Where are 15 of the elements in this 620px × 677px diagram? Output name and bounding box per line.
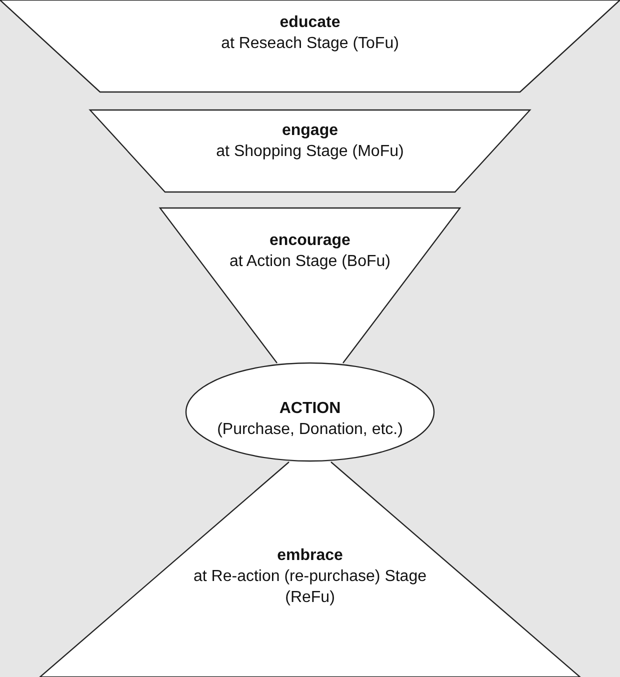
funnel-trapezoid: [0, 0, 620, 92]
funnel-trapezoid: [90, 110, 530, 192]
action-ellipse: [185, 362, 435, 462]
stage-description: at Shopping Stage (MoFu): [215, 142, 405, 162]
stage-title: embrace: [276, 546, 344, 566]
stage-title: encourage: [268, 231, 352, 251]
triangle: [40, 462, 580, 677]
stage-title: engage: [280, 121, 339, 141]
stage-description: (Purchase, Donation, etc.): [216, 420, 404, 440]
inverted-triangle: [160, 208, 460, 363]
stage-description: at Action Stage (BoFu): [228, 252, 392, 272]
stage-title: ACTION: [278, 399, 342, 419]
stage-description: at Re-action (re-purchase) Stage (ReFu): [192, 567, 428, 608]
stage-description: at Reseach Stage (ToFu): [220, 34, 400, 54]
stage-title: educate: [278, 13, 342, 33]
